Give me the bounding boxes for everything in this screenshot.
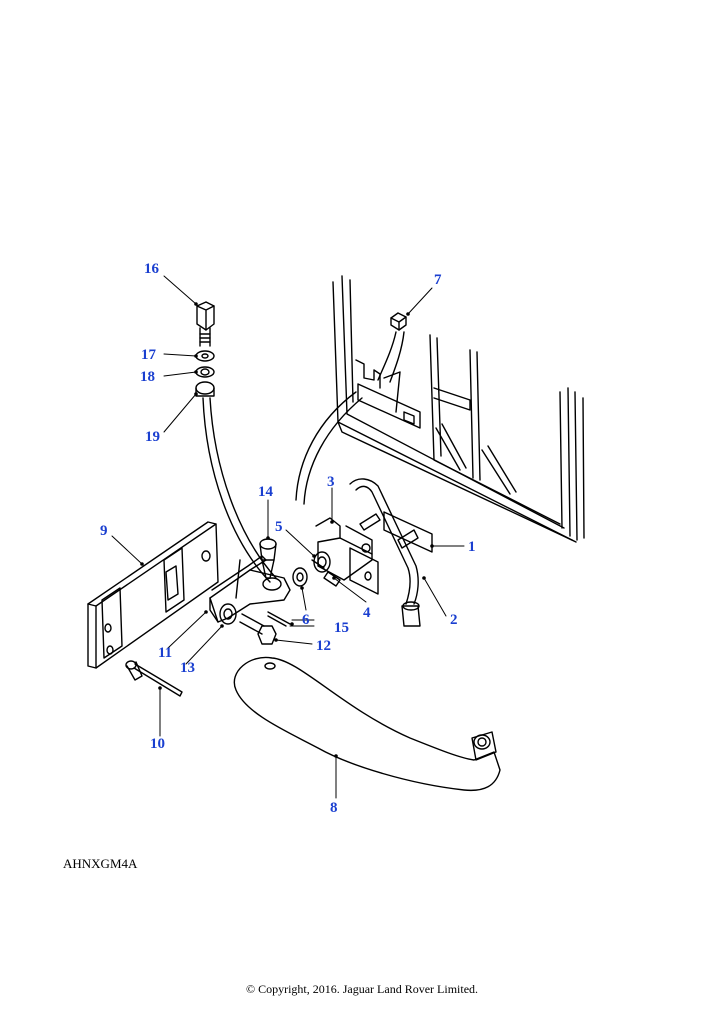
- part-16-bolt: [196, 301, 215, 347]
- callout-5: 5: [275, 519, 283, 535]
- part-14-pin: [259, 538, 277, 579]
- callout-12: 12: [316, 638, 331, 654]
- callout-10: 10: [150, 736, 165, 752]
- part-1-stud-plate: [359, 511, 433, 553]
- cable: [295, 391, 363, 505]
- part-5-bush: [311, 551, 331, 573]
- part-9-plate: [87, 521, 219, 669]
- part-2-rod: [349, 478, 421, 627]
- part-15-split-pin: [267, 611, 291, 627]
- callout-16: 16: [144, 261, 160, 277]
- callout-numbers: 16 17 18 19 9 10 11 13 14 5 6 15 12 3 4 …: [100, 261, 476, 816]
- part-13-washer: [219, 603, 237, 625]
- callout-17: 17: [141, 347, 157, 363]
- callout-8: 8: [330, 800, 338, 816]
- part-10-rivet: [125, 660, 183, 697]
- door-frame: [332, 275, 585, 543]
- leader-lines: [111, 275, 465, 799]
- callout-9: 9: [100, 523, 108, 539]
- part-6-nut: [292, 567, 308, 587]
- part-17-washer: [195, 350, 215, 362]
- callout-4: 4: [363, 605, 371, 621]
- callout-2: 2: [450, 612, 458, 628]
- callout-18: 18: [140, 369, 155, 385]
- part-12-bolt: [239, 613, 277, 645]
- diagram-reference-code: AHNXGM4A: [63, 856, 138, 871]
- bolt-axis: [202, 397, 277, 583]
- copyright-notice: © Copyright, 2016. Jaguar Land Rover Lim…: [245, 982, 479, 996]
- leader-dots: [140, 302, 434, 758]
- part-8-lever: [233, 656, 501, 792]
- part-18-washer: [195, 366, 215, 378]
- callout-7: 7: [434, 272, 442, 288]
- part-4-spacer: [323, 571, 341, 587]
- callout-15: 15: [334, 620, 349, 636]
- callout-14: 14: [258, 484, 274, 500]
- part-7-clip: [377, 312, 407, 383]
- part-3-bracket: [315, 517, 379, 595]
- callout-3: 3: [327, 474, 335, 490]
- callout-19: 19: [145, 429, 160, 445]
- callout-13: 13: [180, 660, 195, 676]
- callout-11: 11: [158, 645, 172, 661]
- callout-1: 1: [468, 539, 476, 555]
- part-19-nut: [195, 381, 215, 397]
- part-11-bracket: [209, 555, 291, 623]
- callout-6: 6: [302, 612, 310, 628]
